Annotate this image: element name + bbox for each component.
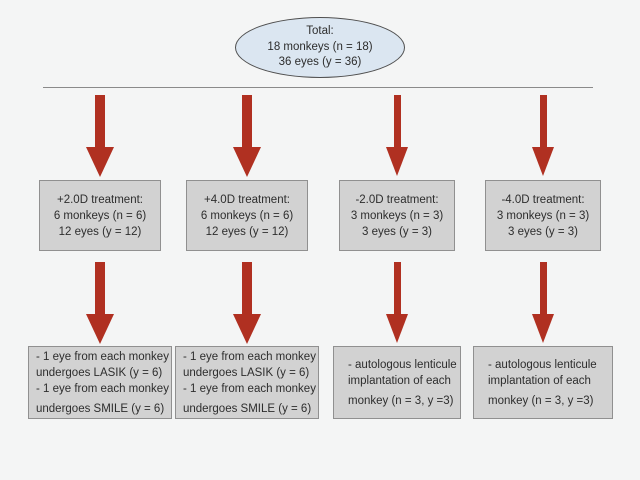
total-line: 18 monkeys (n = 18)	[267, 40, 373, 53]
box-lenticule-implantation-minus4d: - autologous lenticule implantation of e…	[473, 346, 613, 419]
procedure-line: - 1 eye from each monkey	[36, 350, 169, 363]
treatment-line: 3 eyes (y = 3)	[508, 225, 578, 238]
box-minus2d-treatment: -2.0D treatment: 3 monkeys (n = 3) 3 eye…	[339, 180, 455, 251]
arrow-shaft	[242, 95, 252, 147]
treatment-line: +4.0D treatment:	[204, 193, 290, 206]
procedure-line: undergoes LASIK (y = 6)	[183, 366, 310, 379]
treatment-line: -2.0D treatment:	[355, 193, 439, 206]
arrow-shaft	[95, 95, 105, 147]
box-plus4d-treatment: +4.0D treatment: 6 monkeys (n = 6) 12 ey…	[186, 180, 308, 251]
arrow-head	[86, 147, 114, 177]
treatment-line: 6 monkeys (n = 6)	[53, 209, 147, 222]
down-arrow-icon	[86, 95, 114, 177]
total-line: 36 eyes (y = 36)	[278, 56, 362, 69]
arrow-shaft	[393, 262, 401, 314]
treatment-line: 6 monkeys (n = 6)	[200, 209, 294, 222]
box-plus2d-treatment: +2.0D treatment: 6 monkeys (n = 6) 12 ey…	[39, 180, 161, 251]
arrow-shaft	[95, 262, 105, 314]
procedure-line: monkey (n = 3, y =3)	[348, 394, 454, 407]
arrow-head	[532, 147, 554, 176]
procedure-line: - 1 eye from each monkey	[183, 382, 316, 395]
arrow-head	[233, 147, 261, 177]
procedure-line: monkey (n = 3, y =3)	[488, 394, 594, 407]
procedure-line: undergoes SMILE (y = 6)	[36, 402, 165, 415]
arrow-head	[386, 147, 408, 176]
procedure-line: - autologous lenticule	[348, 358, 457, 371]
procedure-line: undergoes LASIK (y = 6)	[36, 366, 163, 379]
total-node: Total: 18 monkeys (n = 18) 36 eyes (y = …	[235, 17, 405, 78]
down-arrow-icon	[233, 262, 261, 344]
box-lasik-smile-plus2d: - 1 eye from each monkey undergoes LASIK…	[28, 346, 172, 419]
arrow-head	[86, 314, 114, 344]
down-arrow-icon	[386, 262, 408, 343]
procedure-line: - 1 eye from each monkey	[183, 350, 316, 363]
procedure-line: - 1 eye from each monkey	[36, 382, 169, 395]
arrow-shaft	[393, 95, 401, 147]
procedure-line: implantation of each	[488, 374, 591, 387]
divider-line	[43, 87, 593, 88]
arrow-shaft	[539, 262, 547, 314]
total-line: Total:	[306, 25, 334, 38]
arrow-head	[386, 314, 408, 343]
treatment-line: -4.0D treatment:	[501, 193, 585, 206]
box-lasik-smile-plus4d: - 1 eye from each monkey undergoes LASIK…	[175, 346, 319, 419]
arrow-head	[233, 314, 261, 344]
down-arrow-icon	[86, 262, 114, 344]
treatment-line: +2.0D treatment:	[57, 193, 143, 206]
procedure-line: - autologous lenticule	[488, 358, 597, 371]
arrow-shaft	[539, 95, 547, 147]
procedure-line: implantation of each	[348, 374, 451, 387]
down-arrow-icon	[532, 262, 554, 343]
treatment-line: 12 eyes (y = 12)	[58, 225, 142, 238]
box-minus4d-treatment: -4.0D treatment: 3 monkeys (n = 3) 3 eye…	[485, 180, 601, 251]
down-arrow-icon	[233, 95, 261, 177]
procedure-line: undergoes SMILE (y = 6)	[183, 402, 312, 415]
arrow-shaft	[242, 262, 252, 314]
box-lenticule-implantation-minus2d: - autologous lenticule implantation of e…	[333, 346, 461, 419]
down-arrow-icon	[532, 95, 554, 176]
arrow-head	[532, 314, 554, 343]
treatment-line: 3 monkeys (n = 3)	[350, 209, 444, 222]
treatment-line: 12 eyes (y = 12)	[205, 225, 289, 238]
down-arrow-icon	[386, 95, 408, 176]
treatment-line: 3 monkeys (n = 3)	[496, 209, 590, 222]
treatment-line: 3 eyes (y = 3)	[362, 225, 432, 238]
